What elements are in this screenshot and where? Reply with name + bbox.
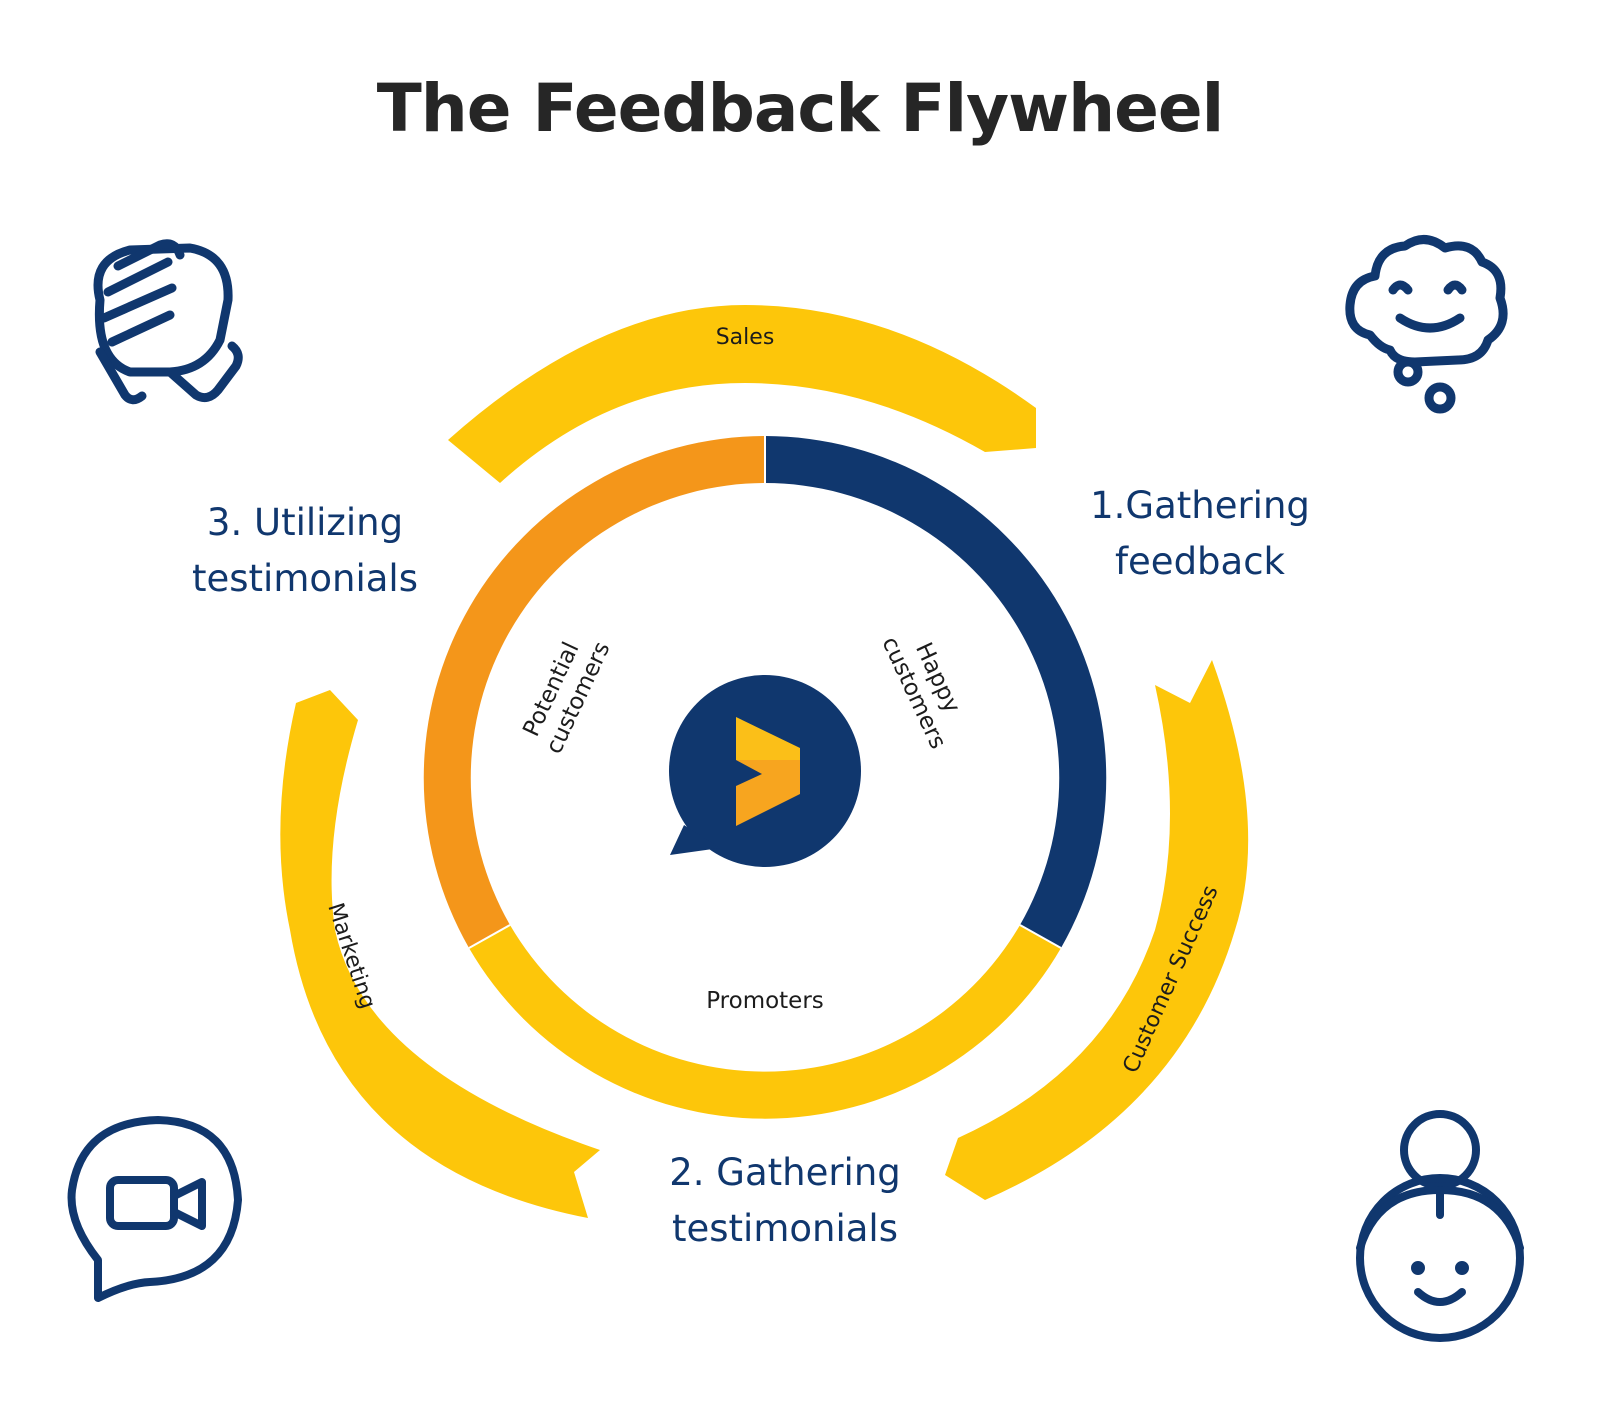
happy-thought-icon — [1345, 235, 1508, 414]
potential-customers-segment — [423, 436, 765, 948]
step-utilizing-testimonials: 3. Utilizing testimonials — [192, 501, 418, 600]
happy-customers-label: Happy customers — [876, 621, 976, 753]
flywheel-ring — [423, 436, 1107, 1119]
happy-customers-segment — [765, 436, 1107, 948]
promoters-label: Promoters — [706, 988, 824, 1014]
step-gathering-feedback: 1.Gathering feedback — [1090, 484, 1310, 583]
sales-arc: Sales — [448, 305, 1036, 483]
video-chat-icon — [67, 1116, 242, 1302]
page-title: The Feedback Flywheel — [376, 70, 1225, 147]
promoters-segment — [469, 925, 1061, 1119]
handshake-icon — [93, 239, 243, 405]
woman-face-icon — [1356, 1110, 1524, 1342]
potential-customers-label: Potential customers — [516, 626, 616, 758]
logo-icon — [669, 675, 861, 867]
sales-label: Sales — [716, 325, 775, 350]
step-gathering-testimonials: 2. Gathering testimonials — [669, 1151, 901, 1250]
